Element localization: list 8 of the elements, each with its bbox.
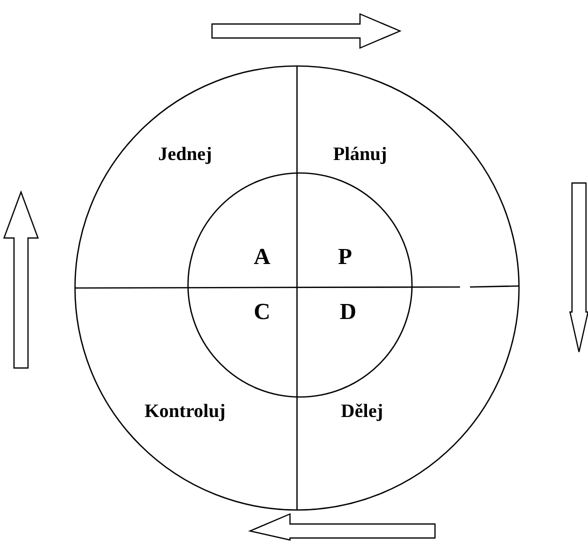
letter-label: C <box>254 299 270 325</box>
letter-label: D <box>340 299 356 325</box>
quadrant-label: Plánuj <box>333 144 387 166</box>
quadrant-label: Dělej <box>340 401 384 423</box>
letter-label: P <box>338 244 352 270</box>
quadrant-label: Kontroluj <box>144 401 226 423</box>
quadrant-label: Jednej <box>158 144 212 166</box>
letter-label: A <box>254 244 270 270</box>
